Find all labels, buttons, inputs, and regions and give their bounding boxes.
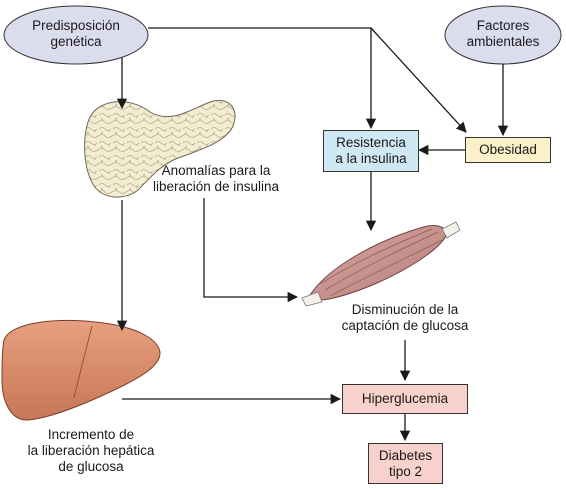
resistencia-box: Resistencia a la insulina (323, 130, 419, 172)
anomalias-label: Anomalías para la liberación de insulina (152, 163, 280, 194)
arrow-anomalias-muscle (203, 198, 299, 303)
arrows (116, 27, 509, 442)
disminucion-label: Disminución de la captación de glucosa (341, 302, 469, 333)
muscle-illustration (301, 221, 461, 307)
factores-label: Factores ambientales (466, 18, 540, 49)
predisposicion-ellipse (3, 5, 149, 65)
arrow-pred-resistencia (148, 27, 377, 130)
diabetes-box: Diabetes tipo 2 (368, 443, 443, 484)
arrow-pred-obesidad (370, 27, 467, 133)
pancreas-illustration (84, 100, 236, 198)
hiperglucemia-box: Hiperglucemia (342, 384, 468, 414)
obesidad-box: Obesidad (465, 137, 551, 163)
liver-illustration (1, 320, 161, 421)
predisposicion-label: Predisposición genética (32, 18, 120, 49)
incremento-label: Incremento de la liberación hepática de … (27, 427, 155, 474)
